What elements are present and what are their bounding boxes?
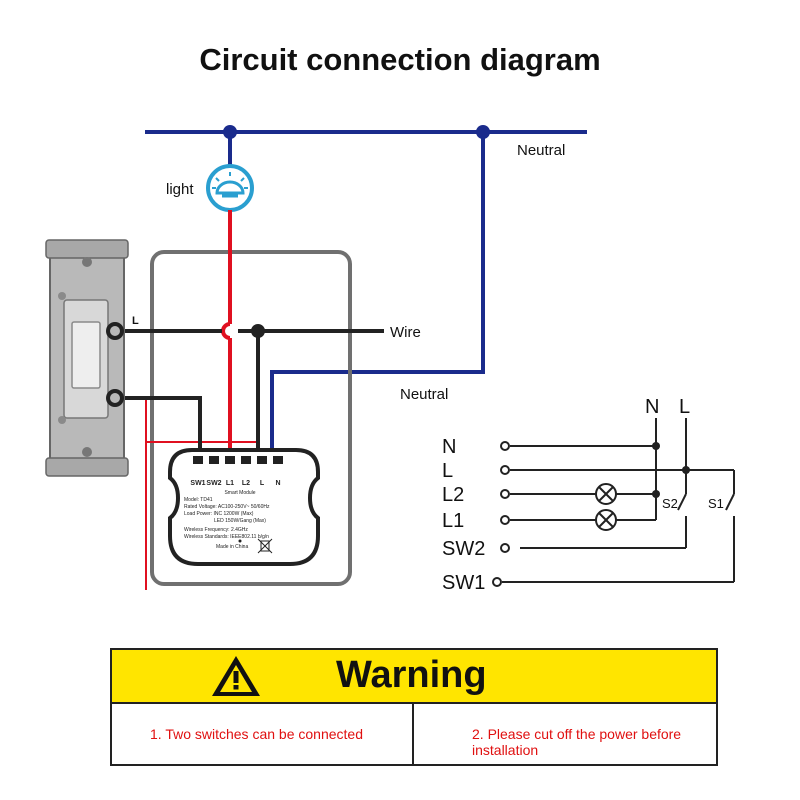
warning-note-cell-2: 2. Please cut off the power before insta… — [414, 704, 716, 764]
lamp-l2-icon — [595, 483, 617, 505]
schematic-row-l1: L1 — [442, 510, 464, 532]
module-rated-voltage: Rated Voltage: AC100-250V~ 50/60Hz — [184, 504, 270, 510]
warning-note-cell-1: 1. Two switches can be connected — [112, 704, 414, 764]
schematic-node-lamp — [652, 490, 660, 498]
weee-bin-icon — [257, 538, 273, 554]
neutral-top-label: Neutral — [517, 142, 565, 159]
schematic-row-sw2: SW2 — [442, 538, 485, 560]
warning-title: Warning — [336, 654, 487, 696]
module-wireless-freq: Wireless Frequency: 2.4GHz — [184, 527, 248, 533]
warning-notes: 1. Two switches can be connected 2. Plea… — [112, 704, 716, 764]
warning-triangle-icon — [212, 656, 260, 696]
schematic-s2-label: S2 — [662, 496, 678, 511]
terminal-label-n: N — [275, 480, 280, 487]
module-wireless-std: Wireless Standards: IEEE802.11 b/g/n — [184, 534, 269, 540]
schematic-node-n — [652, 442, 660, 450]
terminal-label-l2: L2 — [242, 480, 250, 487]
light-label: light — [166, 181, 194, 198]
wiring-diagram: light Neutral Neutral Wire L — [45, 125, 735, 594]
schematic-row-sw1: SW1 — [442, 572, 485, 594]
schematic-row-l: L — [442, 460, 453, 482]
module-model: Model: TD41 — [184, 497, 213, 503]
neutral-junction-right — [476, 125, 490, 139]
wire-label: Wire — [390, 324, 421, 341]
wall-switch — [45, 239, 129, 477]
schematic-row-l2: L2 — [442, 484, 464, 506]
schematic-top-n: N — [645, 396, 659, 418]
module-name: Smart Module — [224, 490, 255, 496]
schematic — [502, 418, 735, 583]
light-bulb-icon — [206, 164, 254, 212]
module-made-in: Made in China — [216, 544, 248, 550]
module-led-power: LED 150W/Gang (Max) — [214, 518, 266, 524]
live-wire — [221, 210, 232, 461]
switch-l-label: L — [132, 315, 139, 327]
warning-header: Warning — [112, 650, 716, 704]
schematic-terminals — [492, 441, 510, 587]
warning-note-1: 1. Two switches can be connected — [150, 726, 363, 742]
terminal-label-l: L — [260, 480, 265, 487]
neutral-bus — [145, 130, 587, 461]
schematic-node-l — [682, 466, 690, 474]
neutral-mid-label: Neutral — [400, 386, 448, 403]
terminal-label-sw1: SW1 — [190, 480, 205, 487]
terminal-label-l1: L1 — [226, 480, 234, 487]
wall-box — [150, 250, 352, 586]
line-junction — [251, 324, 265, 338]
smart-module: SW1 SW2 L1 L2 L N Smart Module Model: TD… — [168, 448, 320, 566]
module-load-power: Load Power: INC 1200W (Max) — [184, 511, 254, 517]
warning-note-2: 2. Please cut off the power before insta… — [472, 726, 682, 758]
lamp-l1-icon — [595, 509, 617, 531]
schematic-top-l: L — [679, 396, 690, 418]
schematic-s1-label: S1 — [708, 496, 724, 511]
schematic-row-n: N — [442, 436, 456, 458]
diagram-title: Circuit connection diagram — [199, 42, 601, 77]
module-led — [238, 539, 242, 543]
terminal-label-sw2: SW2 — [206, 480, 221, 487]
warning-panel: Warning 1. Two switches can be connected… — [110, 648, 718, 766]
